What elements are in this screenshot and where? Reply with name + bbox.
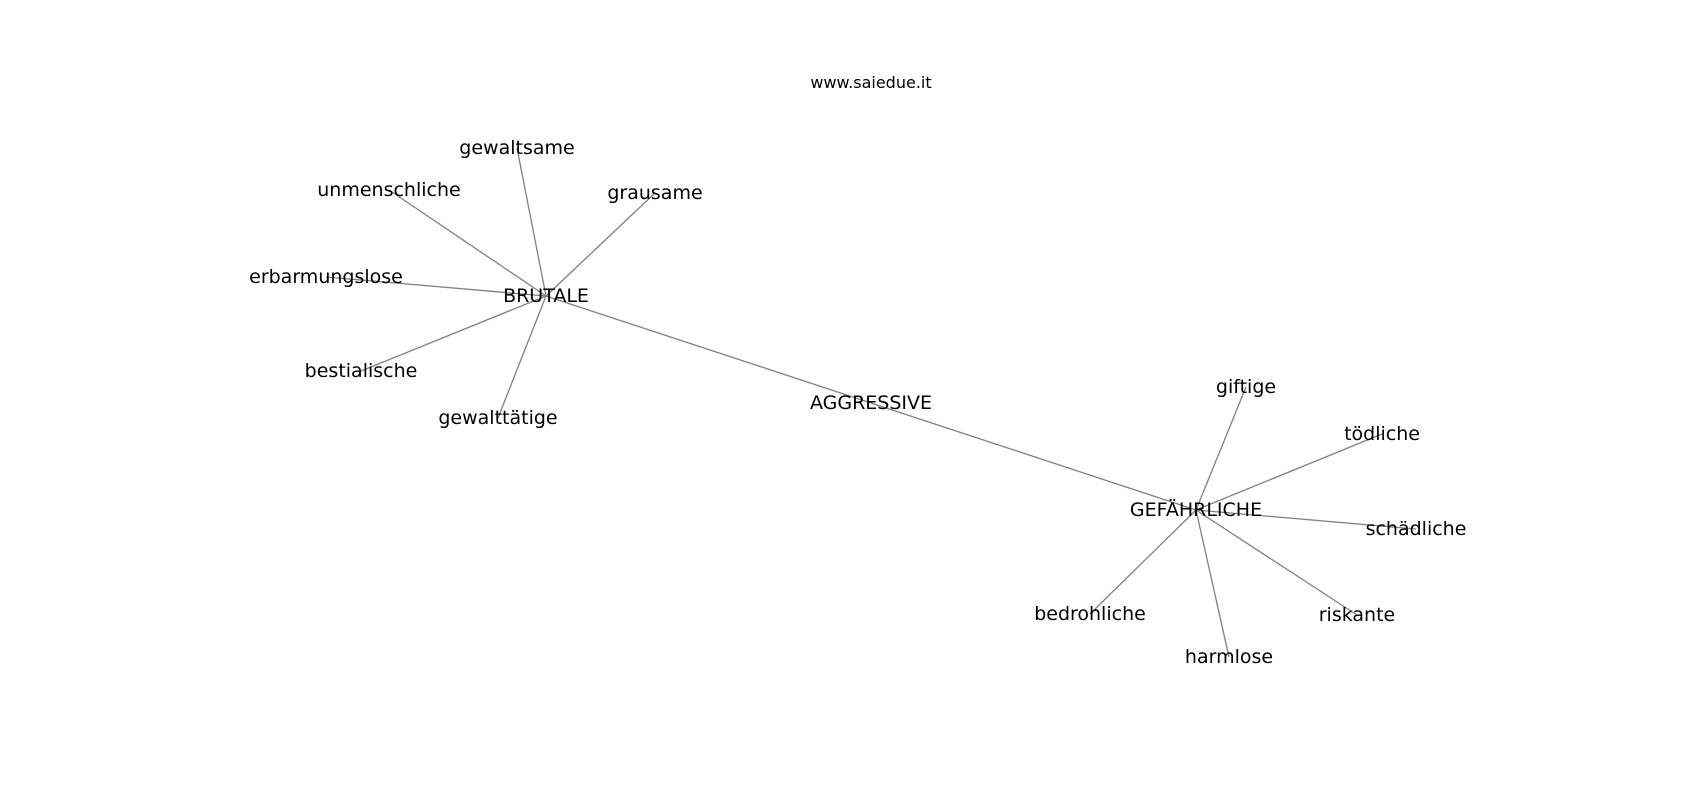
edge-gefaehrliche-bedrohliche (1089, 509, 1197, 615)
edge-aggressive-gefaehrliche (870, 402, 1197, 511)
edge-brutale-erbarmungslose (325, 276, 547, 297)
edge-brutale-gewaltsame (516, 147, 547, 297)
watermark-text: www.saiedue.it (810, 73, 931, 92)
node-schaedliche: schädliche (1366, 518, 1467, 540)
edge-aggressive-brutale (545, 295, 872, 404)
edges-layer (325, 147, 1417, 658)
node-gewalttaetige: gewalttätige (438, 407, 557, 429)
nodes-layer: AGGRESSIVE BRUTALE GEFÄHRLICHE gewaltsame gr… (249, 137, 1466, 668)
node-brutale: BRUTALE (503, 285, 589, 307)
edge-brutale-unmenschliche (388, 189, 547, 297)
node-aggressive: AGGRESSIVE (810, 392, 932, 414)
edge-gefaehrliche-riskante (1195, 509, 1358, 616)
node-riskante: riskante (1319, 604, 1395, 626)
edge-brutale-bestialische (360, 295, 547, 372)
node-giftige: giftige (1216, 376, 1276, 398)
node-toedliche: tödliche (1344, 423, 1420, 445)
edge-gefaehrliche-schaedliche (1195, 509, 1417, 530)
node-unmenschliche: unmenschliche (317, 179, 460, 201)
node-bestialische: bestialische (305, 360, 418, 382)
node-gewaltsame: gewaltsame (459, 137, 574, 159)
edge-brutale-grausame (545, 192, 656, 297)
edge-brutale-gewalttaetige (497, 295, 547, 419)
node-erbarmungslose: erbarmungslose (249, 266, 403, 288)
node-bedrohliche: bedrohliche (1034, 603, 1146, 625)
edge-gefaehrliche-giftige (1195, 386, 1247, 511)
edge-gefaehrliche-harmlose (1195, 509, 1230, 658)
node-gefaehrliche: GEFÄHRLICHE (1130, 498, 1262, 521)
node-harmlose: harmlose (1185, 646, 1273, 668)
edge-gefaehrliche-toedliche (1195, 433, 1383, 511)
node-grausame: grausame (607, 182, 702, 204)
